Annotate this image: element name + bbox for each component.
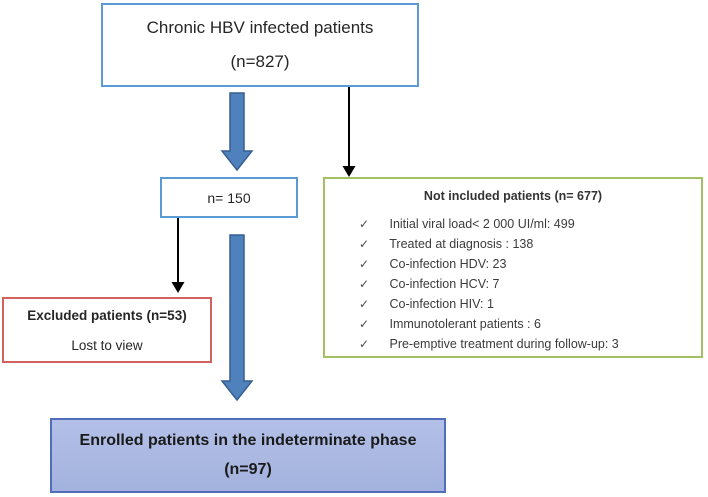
check-icon: ✓ xyxy=(359,277,370,291)
exclusion-item-label: Immunotolerant patients : 6 xyxy=(389,317,541,331)
exclusion-item: ✓ Co-infection HCV: 7 xyxy=(359,274,701,294)
exclusion-item: ✓ Treated at diagnosis : 138 xyxy=(359,234,701,254)
node-chronic-hbv-patients: Chronic HBV infected patients (n=827) xyxy=(101,3,419,87)
excluded-subtitle: Lost to view xyxy=(71,338,143,353)
block-arrow-n150-to-enrolled xyxy=(220,234,254,402)
thin-arrow-n150-to-excluded-head xyxy=(171,282,185,293)
not-included-title: Not included patients (n= 677) xyxy=(423,189,603,203)
node-not-included-patients: Not included patients (n= 677) ✓ Initial… xyxy=(323,177,703,358)
node-n150: n= 150 xyxy=(160,177,298,218)
check-icon: ✓ xyxy=(359,237,370,251)
check-icon: ✓ xyxy=(359,337,370,351)
enrolled-count: (n=97) xyxy=(224,461,272,479)
thin-arrow-top-to-notincluded-head xyxy=(342,166,356,177)
exclusion-item-label: Treated at diagnosis : 138 xyxy=(389,237,534,251)
exclusion-item: ✓ Immunotolerant patients : 6 xyxy=(359,314,701,334)
node-chronic-hbv-count: (n=827) xyxy=(230,51,290,71)
exclusion-item: ✓ Pre-emptive treatment during follow-up… xyxy=(359,334,701,354)
check-icon: ✓ xyxy=(359,317,370,331)
node-enrolled-patients: Enrolled patients in the indeterminate p… xyxy=(50,418,446,493)
node-n150-label: n= 150 xyxy=(207,189,251,206)
exclusion-item-label: Initial viral load< 2 000 UI/ml: 499 xyxy=(389,217,575,231)
exclusion-item-label: Co-infection HIV: 1 xyxy=(389,297,494,311)
exclusion-item: ✓ Co-infection HDV: 23 xyxy=(359,254,701,274)
check-icon: ✓ xyxy=(359,297,370,311)
exclusion-item-label: Pre-emptive treatment during follow-up: … xyxy=(389,337,619,351)
excluded-title: Excluded patients (n=53) xyxy=(27,308,187,323)
exclusion-item: ✓ Co-infection HIV: 1 xyxy=(359,294,701,314)
not-included-list: ✓ Initial viral load< 2 000 UI/ml: 499 ✓… xyxy=(325,214,701,354)
node-chronic-hbv-line1: Chronic HBV infected patients xyxy=(146,18,374,38)
exclusion-item-label: Co-infection HCV: 7 xyxy=(389,277,500,291)
check-icon: ✓ xyxy=(359,217,370,231)
exclusion-item: ✓ Initial viral load< 2 000 UI/ml: 499 xyxy=(359,214,701,234)
check-icon: ✓ xyxy=(359,257,370,271)
node-excluded-patients: Excluded patients (n=53) Lost to view xyxy=(2,297,212,363)
block-arrow-top-to-n150 xyxy=(220,92,254,172)
exclusion-item-label: Co-infection HDV: 23 xyxy=(389,257,507,271)
enrolled-line1: Enrolled patients in the indeterminate p… xyxy=(79,431,417,449)
